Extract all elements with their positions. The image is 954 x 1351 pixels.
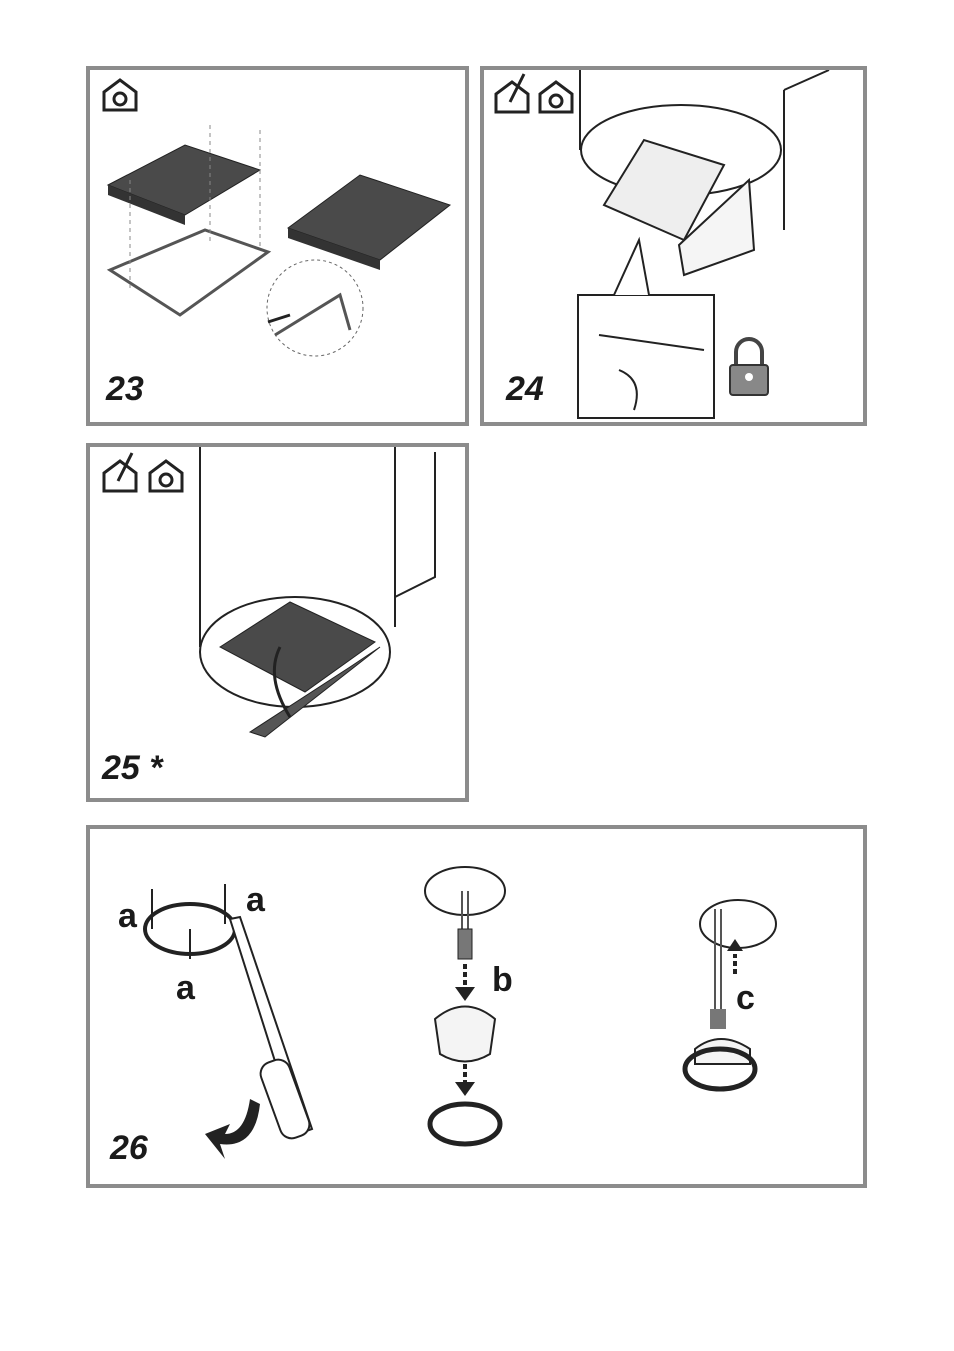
figure-25-panel: 25 * bbox=[86, 443, 469, 802]
label-a: a bbox=[118, 897, 137, 935]
figure-26-panel: a a a b c 26 bbox=[86, 825, 867, 1188]
filter-lock-illustration bbox=[494, 70, 830, 419]
ducted-house-icon bbox=[102, 452, 138, 493]
lamp-bulb bbox=[433, 1005, 497, 1063]
arrow-up-icon bbox=[727, 939, 743, 951]
figure-number: 23 bbox=[106, 370, 144, 408]
figure-number: 26 bbox=[110, 1129, 148, 1167]
recirculation-house-icon bbox=[102, 78, 138, 112]
label-c: c bbox=[736, 979, 755, 1017]
figure-number: 25 * bbox=[102, 749, 163, 787]
filter-frame bbox=[106, 228, 272, 317]
charcoal-filter bbox=[219, 601, 376, 693]
detail-box bbox=[577, 294, 715, 419]
filter-removal-illustration bbox=[102, 447, 436, 738]
figure-23-panel: 23 bbox=[86, 66, 469, 426]
label-a: a bbox=[246, 881, 265, 919]
label-a: a bbox=[176, 969, 195, 1007]
ducted-house-icon bbox=[494, 73, 530, 114]
filter-tool bbox=[248, 646, 381, 738]
grease-filter-right bbox=[286, 174, 452, 261]
grease-filter-left bbox=[106, 144, 262, 216]
filter-installation-illustration bbox=[102, 78, 452, 357]
label-b: b bbox=[492, 961, 513, 999]
filter-door bbox=[602, 138, 726, 242]
figure-number: 24 bbox=[506, 370, 544, 408]
rotate-arrow-icon bbox=[205, 1099, 260, 1159]
lamp-replacement-illustration bbox=[143, 866, 777, 1159]
recirculation-house-icon bbox=[538, 80, 574, 114]
figure-24-panel: 24 bbox=[480, 66, 867, 426]
arrow-down-icon bbox=[455, 987, 475, 1001]
recirculation-house-icon bbox=[148, 459, 184, 493]
padlock-icon bbox=[729, 337, 769, 396]
detail-circle bbox=[266, 259, 364, 357]
